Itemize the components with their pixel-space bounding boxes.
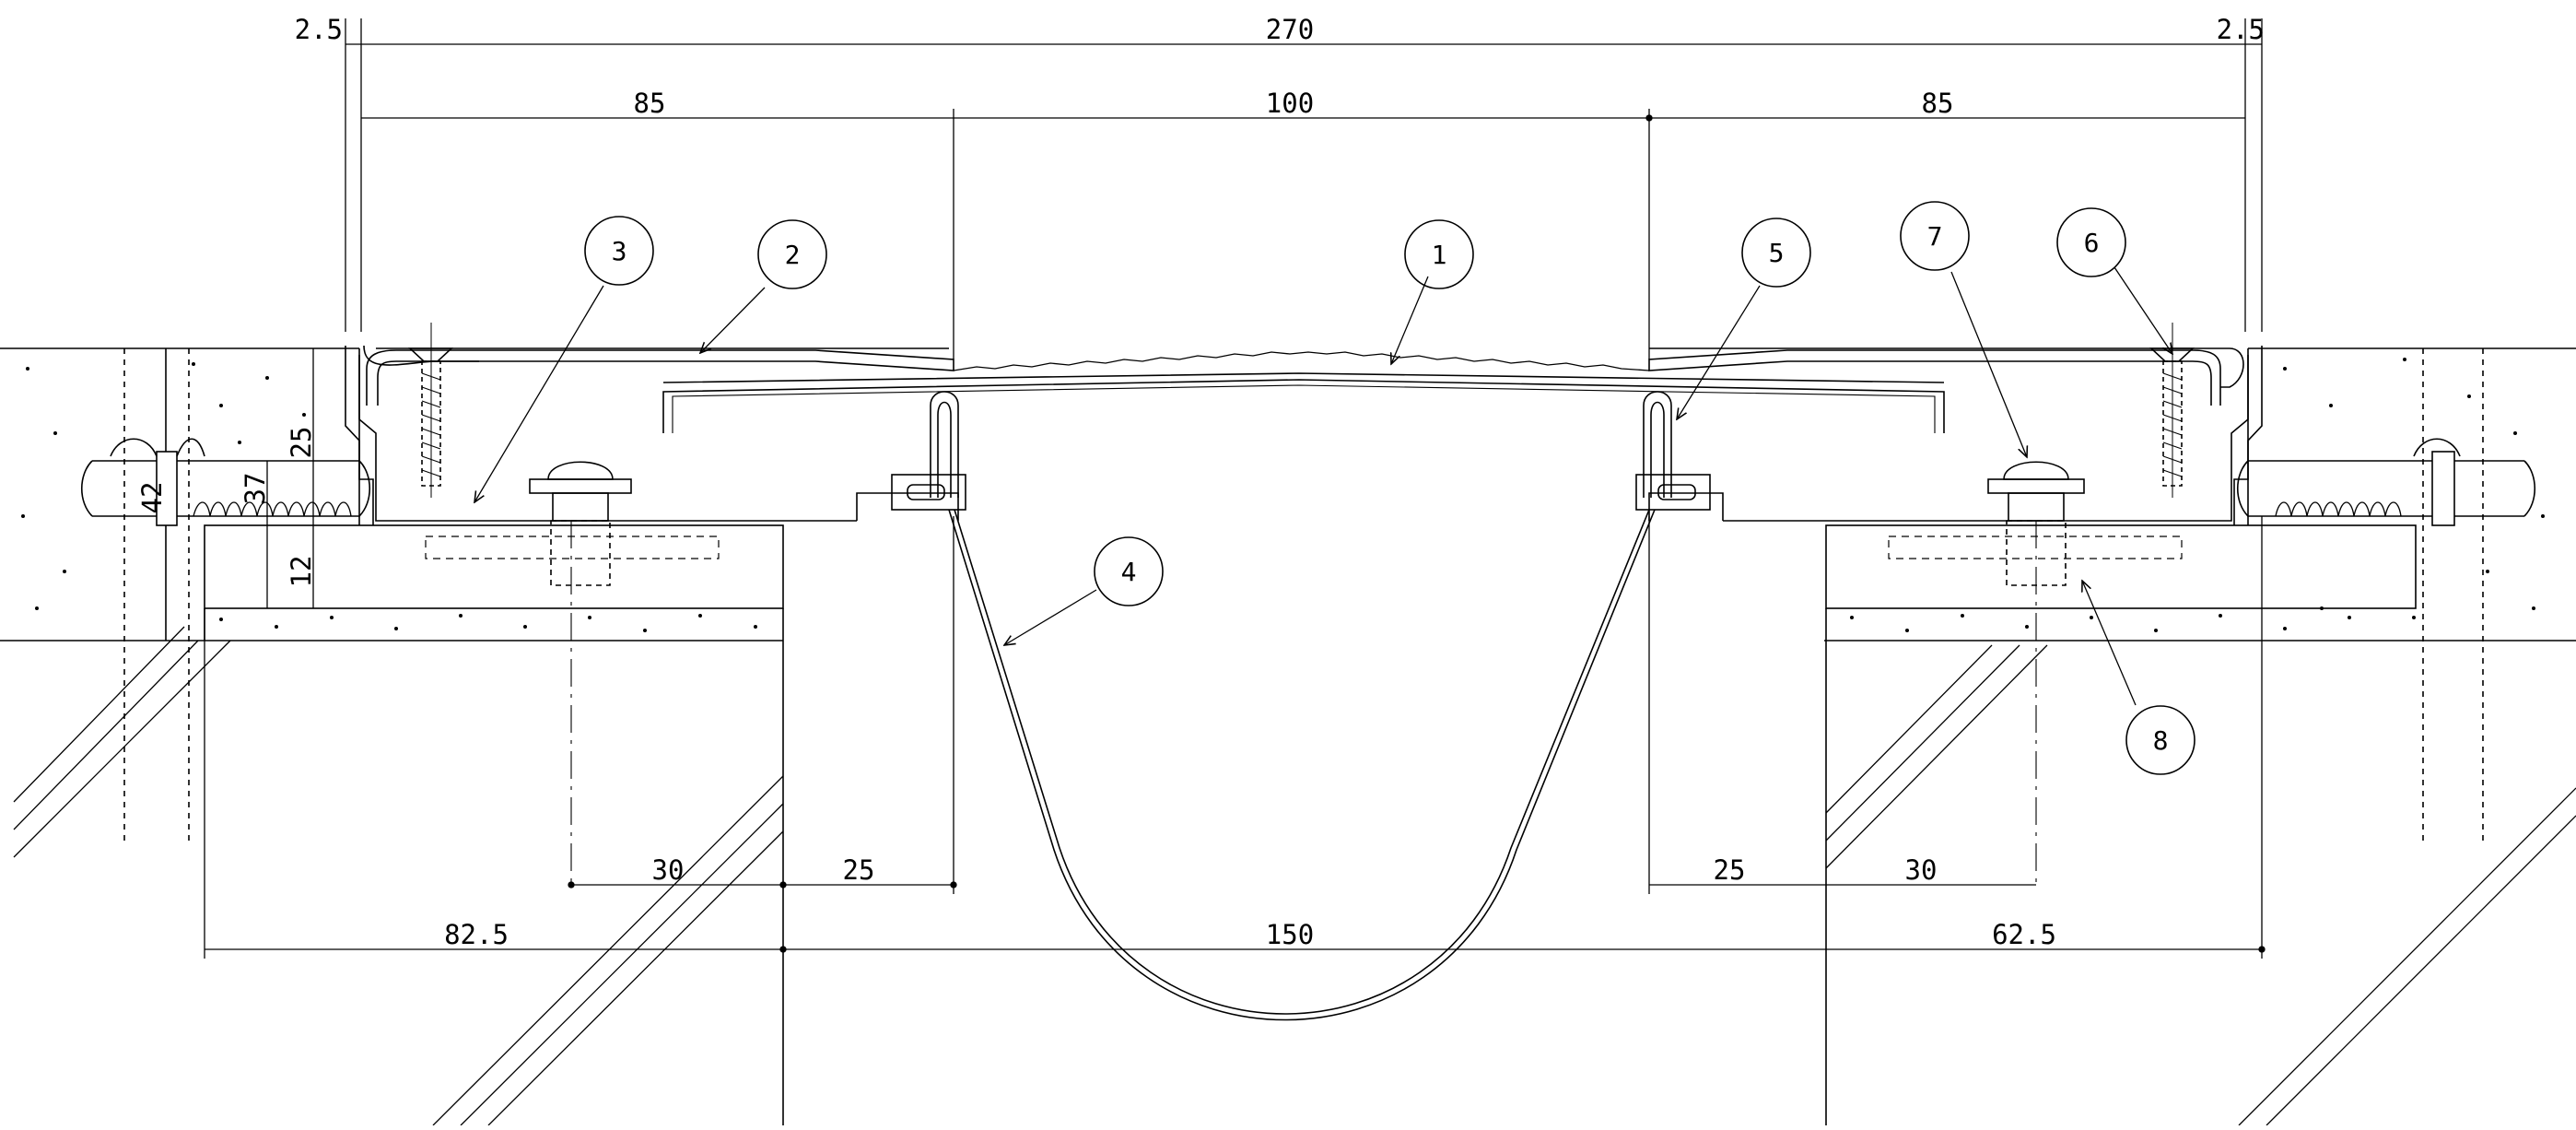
dim-height-42: 42 bbox=[136, 482, 168, 514]
base-block-left bbox=[204, 524, 784, 1126]
dim-base-left: 82.5 bbox=[444, 919, 509, 950]
dim-height-12: 12 bbox=[286, 556, 317, 588]
left-cover-plate bbox=[366, 349, 954, 406]
left-spiral-coil bbox=[193, 501, 352, 517]
callout-4: 4 bbox=[1094, 536, 1164, 606]
dimension-lines bbox=[204, 18, 2266, 959]
callout-5: 5 bbox=[1741, 218, 1811, 288]
right-slab bbox=[1824, 347, 2576, 1126]
svg-text:4: 4 bbox=[1121, 557, 1137, 587]
left-edge-pipe bbox=[81, 438, 370, 526]
right-screw bbox=[2149, 323, 2195, 498]
right-frame-profile bbox=[1648, 346, 2263, 525]
callout-3: 3 bbox=[584, 216, 654, 286]
dim-total: 270 bbox=[1266, 14, 1314, 45]
dim-plate-center: 100 bbox=[1266, 88, 1314, 119]
right-anchor-bolt bbox=[1987, 461, 2085, 885]
dim-opening: 150 bbox=[1266, 919, 1314, 950]
svg-text:6: 6 bbox=[2084, 228, 2100, 258]
base-block-right bbox=[1825, 524, 2417, 1125]
dim-base-right: 62.5 bbox=[1992, 919, 2056, 950]
dim-bolt-right: 30 bbox=[1905, 854, 1938, 886]
left-slab bbox=[0, 347, 783, 858]
concrete-stipple bbox=[21, 358, 2545, 632]
dimension-labels: 270 2.5 2.5 85 100 85 30 25 25 30 82.5 1… bbox=[136, 14, 2265, 950]
right-clip-anchor bbox=[1635, 391, 1711, 511]
left-screw bbox=[407, 323, 454, 498]
left-clip-anchor bbox=[891, 391, 966, 511]
dim-gap-left: 2.5 bbox=[295, 14, 343, 45]
callout-1: 1 bbox=[1404, 219, 1474, 289]
dim-anchor-left: 25 bbox=[843, 854, 875, 886]
callout-7: 7 bbox=[1900, 201, 1970, 271]
dim-gap-right: 2.5 bbox=[2217, 14, 2265, 45]
svg-text:2: 2 bbox=[785, 240, 801, 270]
waterproof-membrane bbox=[948, 509, 1656, 1021]
right-edge-pipe bbox=[2237, 438, 2535, 526]
callout-6: 6 bbox=[2056, 207, 2126, 277]
center-floor-plate bbox=[662, 351, 1945, 433]
svg-text:8: 8 bbox=[2153, 725, 2169, 756]
dim-plate-left: 85 bbox=[634, 88, 666, 119]
right-spiral-coil bbox=[2275, 501, 2402, 517]
svg-text:7: 7 bbox=[1927, 221, 1943, 252]
dim-height-37: 37 bbox=[240, 473, 271, 505]
dim-bolt-left: 30 bbox=[652, 854, 685, 886]
callout-leaders bbox=[474, 266, 2172, 706]
dim-plate-right: 85 bbox=[1922, 88, 1954, 119]
svg-text:5: 5 bbox=[1769, 238, 1785, 268]
callout-8: 8 bbox=[2125, 705, 2195, 775]
left-anchor-bolt bbox=[529, 461, 632, 885]
callout-2: 2 bbox=[757, 219, 827, 289]
dim-height-25: 25 bbox=[286, 427, 317, 459]
dim-anchor-right: 25 bbox=[1714, 854, 1746, 886]
svg-text:3: 3 bbox=[612, 236, 627, 266]
svg-text:1: 1 bbox=[1432, 240, 1447, 270]
right-cover-plate bbox=[1648, 349, 2221, 406]
left-frame-profile bbox=[345, 345, 959, 525]
